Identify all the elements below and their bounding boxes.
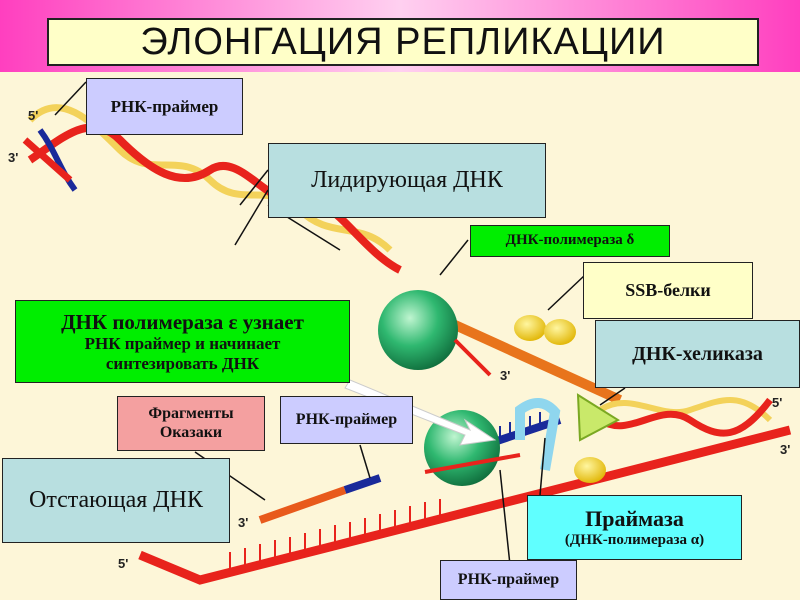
parental-helix-right — [598, 397, 773, 437]
label-polymerase-epsilon: ДНК полимераза ε узнает РНК праймер и на… — [15, 300, 350, 383]
lagging-strand-direction-arrow — [424, 453, 521, 474]
lagging-template-teeth — [229, 499, 441, 570]
okazaki-primer — [343, 474, 382, 494]
label-leading-dna: Лидирующая ДНК — [268, 143, 546, 218]
label-okazaki-line2: Оказаки — [159, 423, 223, 441]
label-polymerase-epsilon-line2: РНК праймер и начинает — [84, 334, 281, 354]
okazaki-fragment — [258, 486, 347, 524]
strand-end-3-right: 3' — [780, 442, 791, 457]
label-polymerase-delta: ДНК-полимераза δ — [470, 225, 670, 257]
strand-end-5-right: 5' — [772, 395, 783, 410]
strand-end-3-top: 3' — [8, 150, 19, 165]
label-primase-line2: (ДНК-полимераза α) — [564, 531, 705, 548]
label-lagging-dna: Отстающая ДНК — [2, 458, 230, 543]
label-polymerase-epsilon-line1: ДНК полимераза ε узнает — [61, 309, 304, 334]
label-rna-primer-mid: РНК-праймер — [280, 396, 413, 444]
leading-strand-direction-arrow — [453, 338, 492, 377]
label-polymerase-epsilon-line3: синтезировать ДНК — [105, 353, 260, 373]
label-rna-primer-top: РНК-праймер — [86, 78, 243, 135]
primase-enzyme — [515, 398, 561, 471]
page-title: ЭЛОНГАЦИЯ РЕПЛИКАЦИИ — [47, 18, 759, 66]
label-ssb-proteins: SSB-белки — [583, 262, 753, 319]
strand-end-5-bottom: 5' — [118, 556, 129, 571]
label-primase-line1: Праймаза — [585, 506, 684, 532]
strand-end-3-lagging: 3' — [238, 515, 249, 530]
strand-end-3-mid: 3' — [500, 368, 511, 383]
polymerase-delta-enzyme — [378, 290, 458, 370]
label-okazaki-fragments: Фрагменты Оказаки — [117, 396, 265, 451]
strand-end-5-top: 5' — [28, 108, 39, 123]
helicase-enzyme — [576, 393, 621, 442]
label-okazaki-line1: Фрагменты — [148, 405, 234, 423]
ssb-proteins — [514, 315, 606, 483]
label-primase: Праймаза (ДНК-полимераза α) — [527, 495, 742, 560]
label-rna-primer-bottom: РНК-праймер — [440, 560, 577, 600]
label-helicase: ДНК-хеликаза — [595, 320, 800, 388]
